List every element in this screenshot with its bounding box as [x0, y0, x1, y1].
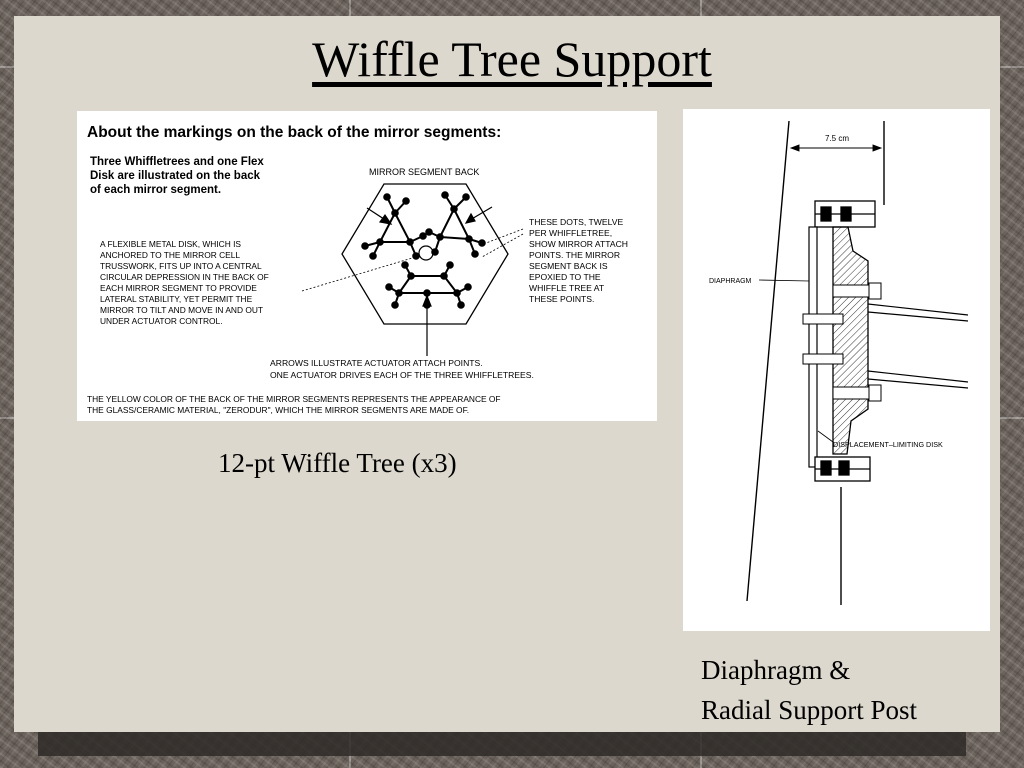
upper-flange — [814, 200, 876, 228]
mirror-edges — [746, 120, 885, 605]
whiffletree-upper-right — [425, 191, 486, 258]
slide-title: Wiffle Tree Support — [312, 31, 712, 87]
figure-heading: About the markings on the back of the mi… — [87, 124, 501, 141]
leader-lines — [301, 228, 524, 292]
disk-label: DISPLACEMENT–LIMITING DISK — [833, 440, 943, 449]
zerodur-text: THE YELLOW COLOR OF THE BACK OF THE MIRR… — [87, 394, 503, 415]
whiffletree-figure: About the markings on the back of the mi… — [77, 111, 657, 421]
diaphragm-figure: 7.5 cm — [683, 109, 990, 631]
flex-disk-text: A FLEXIBLE METAL DISK, WHICH IS ANCHORED… — [100, 239, 271, 326]
left-caption: 12-pt Wiffle Tree (x3) — [218, 448, 457, 478]
actuator-arrows-text: ARROWS ILLUSTRATE ACTUATOR ATTACH POINTS… — [270, 358, 534, 380]
diaphragm-leader — [758, 279, 810, 282]
dimension-label: 7.5 cm — [825, 134, 849, 143]
dimension-line — [789, 144, 883, 152]
flex-disk-circle — [418, 245, 434, 261]
segment-label: MIRROR SEGMENT BACK — [369, 167, 479, 177]
attach-dots-text: THESE DOTS, TWELVE PER WHIFFLETREE, SHOW… — [529, 217, 630, 304]
intro-text: Three Whiffletrees and one Flex Disk are… — [90, 156, 267, 196]
whiffletree-diagram: About the markings on the back of the mi… — [87, 124, 630, 415]
lower-flange — [814, 456, 871, 482]
bolts — [802, 282, 882, 402]
diaphragm-plate — [808, 226, 818, 468]
right-caption: Diaphragm & Radial Support Post — [701, 650, 917, 730]
whiffletree-upper-left — [361, 193, 427, 260]
disk-leader — [817, 430, 834, 443]
diaphragm-label: DIAPHRAGM — [709, 278, 752, 285]
mirror-segment-hexagon — [341, 183, 509, 325]
radial-arms — [867, 303, 969, 389]
actuator-arrows — [366, 206, 493, 356]
diaphragm-diagram: 7.5 cm — [709, 120, 969, 605]
right-caption-line-2: Radial Support Post — [701, 695, 918, 725]
support-hub — [832, 226, 869, 455]
right-caption-line-1: Diaphragm & — [701, 655, 851, 685]
